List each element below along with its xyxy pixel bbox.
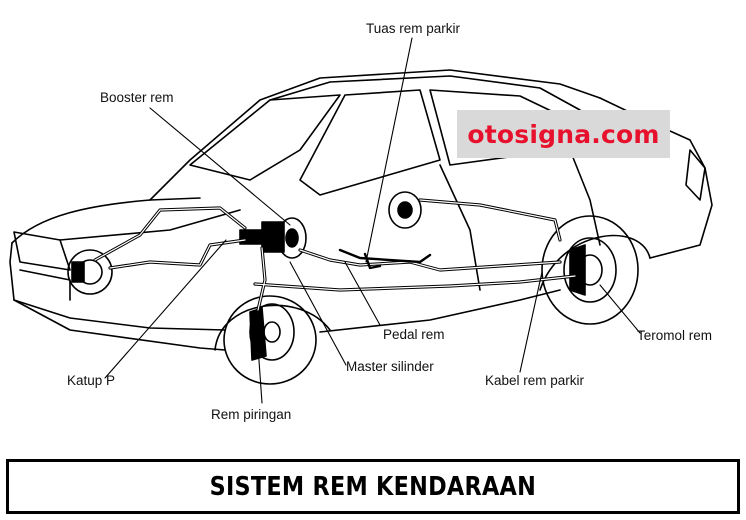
label-booster-rem: Booster rem xyxy=(100,90,174,105)
leader-lines xyxy=(104,37,641,404)
diagram-title: SISTEM REM KENDARAAN xyxy=(209,471,537,502)
label-pedal-rem: Pedal rem xyxy=(383,327,445,342)
label-master-silinder: Master silinder xyxy=(346,359,434,374)
label-kabel-rem-parkir: Kabel rem parkir xyxy=(485,373,585,388)
label-katup-p: Katup P xyxy=(67,373,116,388)
title-banner: SISTEM REM KENDARAAN xyxy=(6,459,740,514)
label-tuas-rem-parkir: Tuas rem parkir xyxy=(366,21,461,36)
label-teromol-rem: Teromol rem xyxy=(637,328,713,343)
brake-lines xyxy=(93,198,577,312)
car-illustration xyxy=(9,37,713,404)
label-rem-piringan: Rem piringan xyxy=(211,407,292,422)
rear-right-drum-brake xyxy=(541,215,639,325)
rear-left-drum-brake xyxy=(388,191,422,229)
watermark-logo: otosigna.com xyxy=(457,110,670,158)
master-cylinder xyxy=(239,229,263,245)
front-right-disc-brake xyxy=(223,295,317,385)
front-left-wheel xyxy=(67,249,113,295)
brake-booster xyxy=(261,217,307,259)
